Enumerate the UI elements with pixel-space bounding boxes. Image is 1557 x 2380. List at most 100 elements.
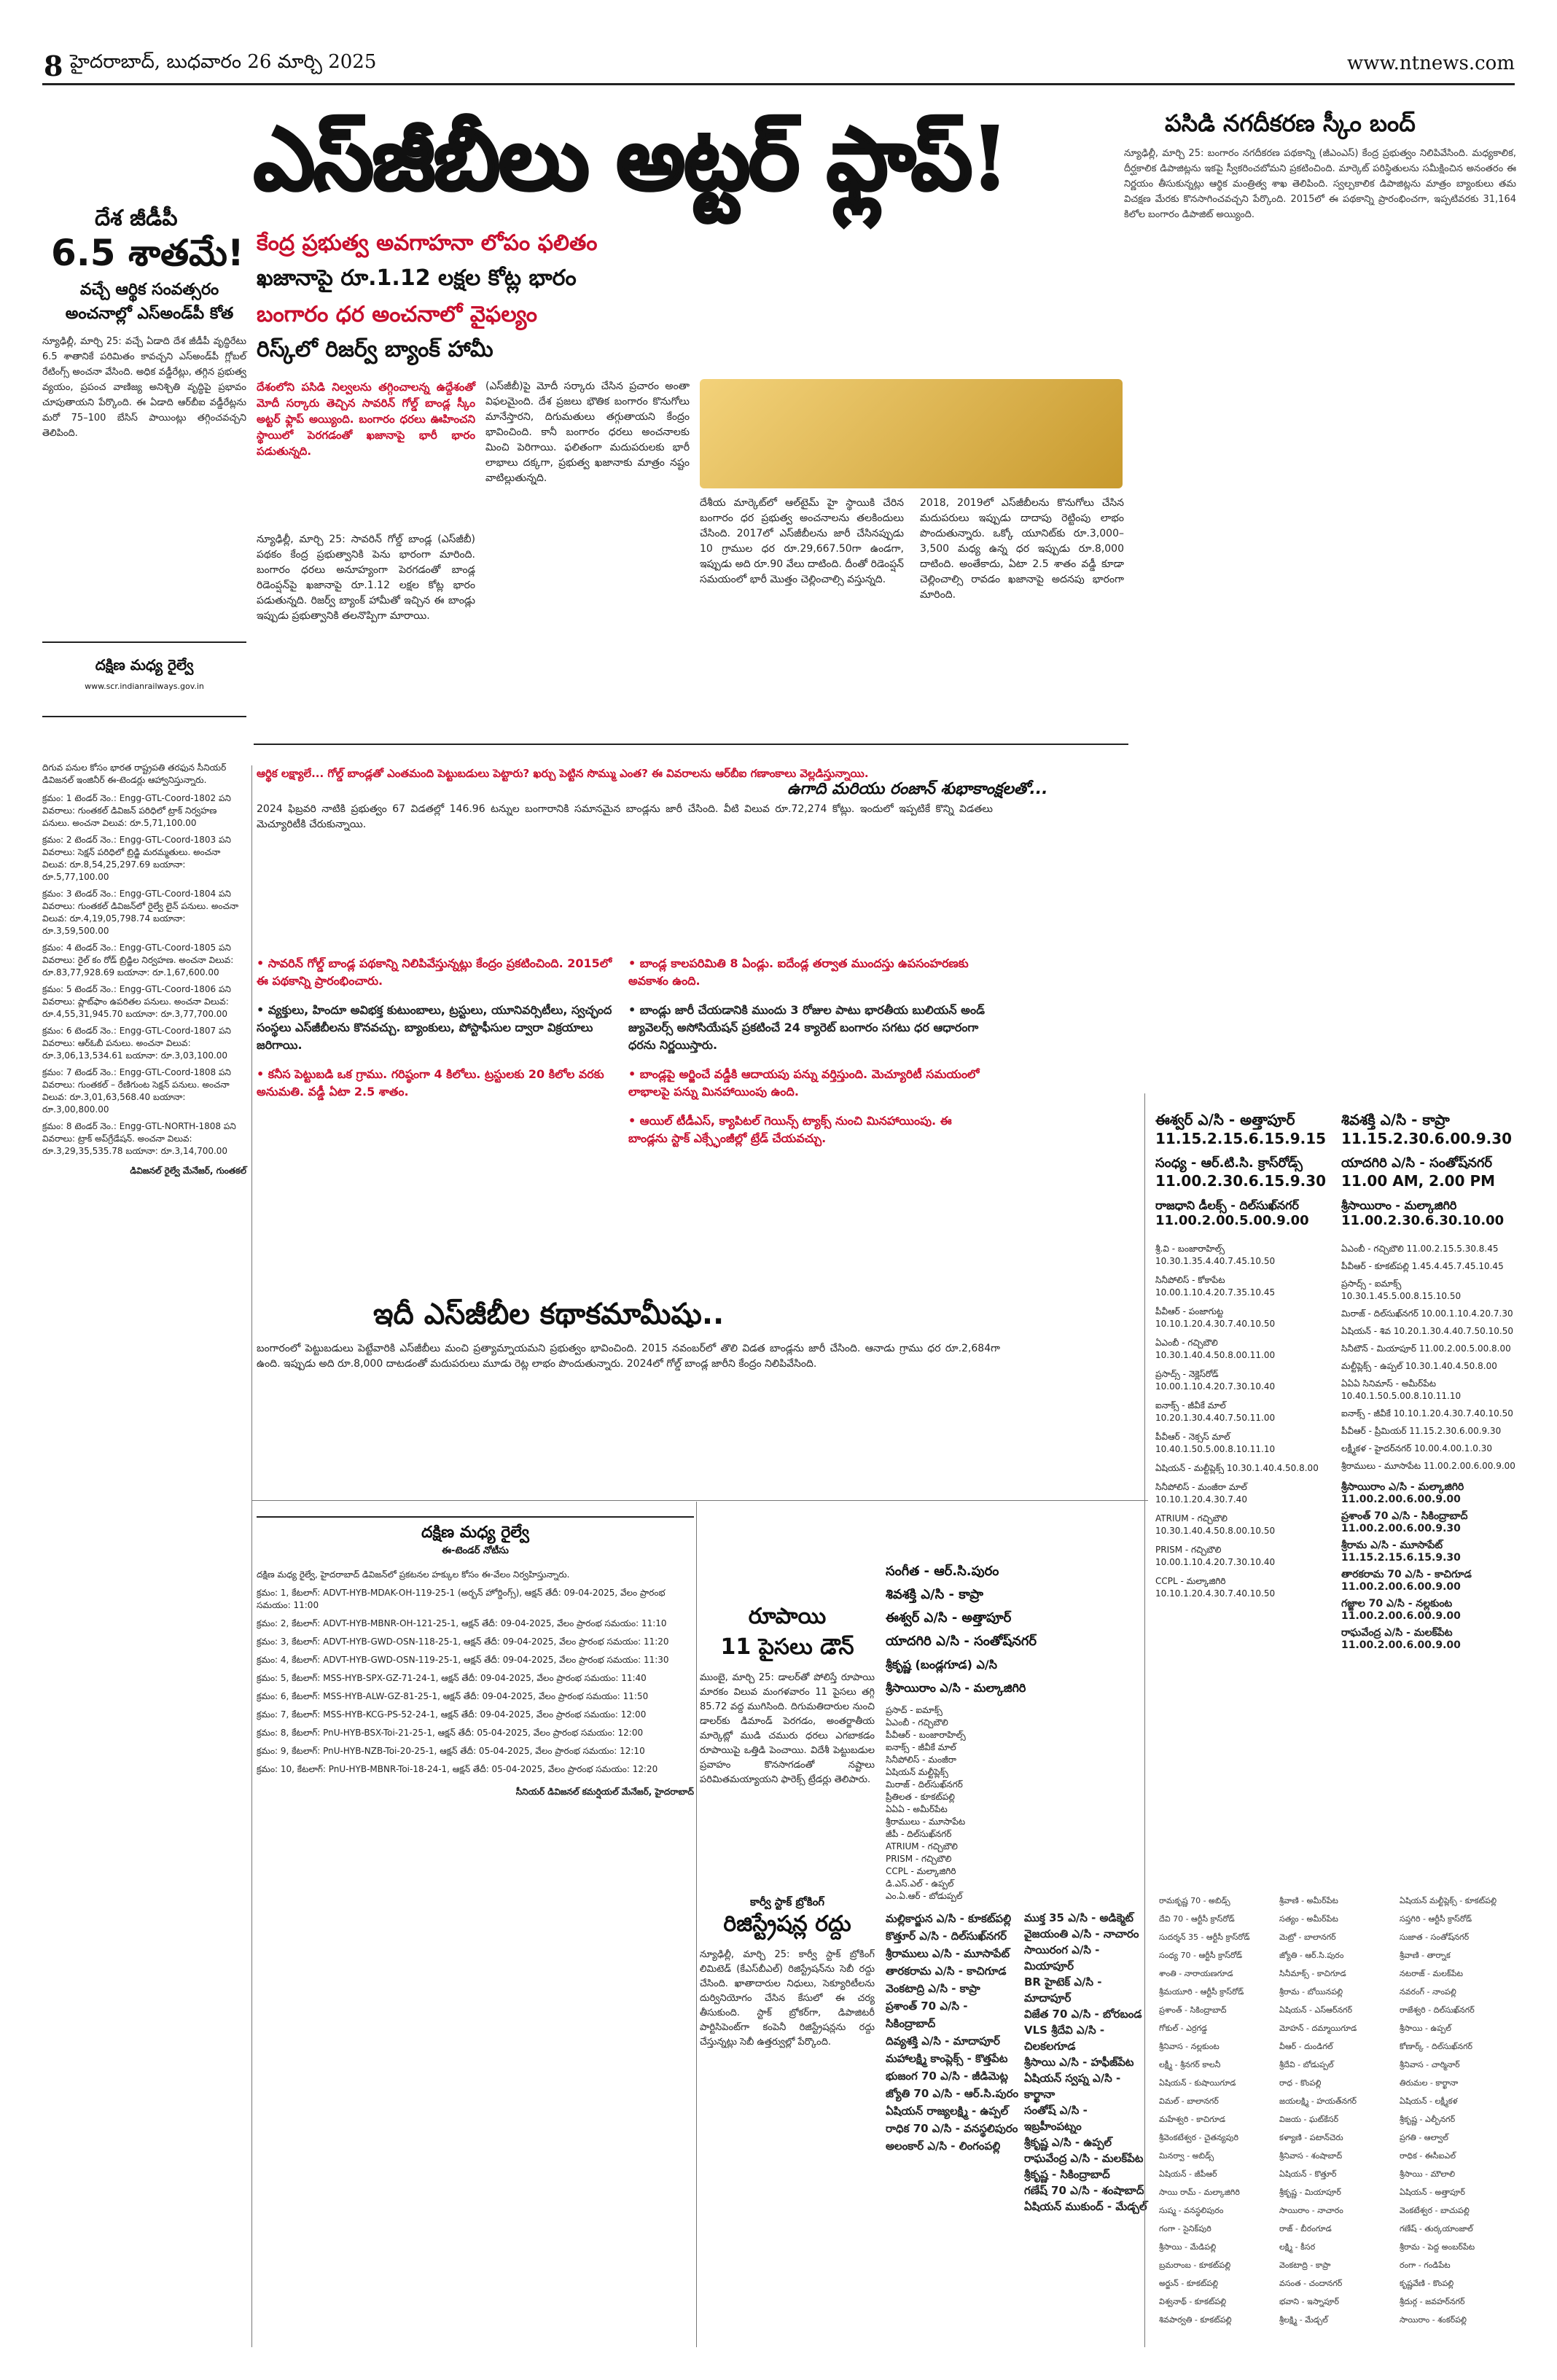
cin-bold-line: మల్లికార్జున ఎ/సి - కూకట్‌పల్లి: [886, 1912, 1012, 1925]
mini-line: గంగా - సైనిక్‌పురి: [1159, 2224, 1211, 2233]
second-tender-footer: సీనియర్ డివిజనల్ కమర్షియల్ మేనేజర్, హైదర…: [515, 1787, 694, 1797]
bullet-text: సావరిన్ గోల్డ్ బాండ్ల పథకాన్ని నిలిపివేస…: [257, 956, 612, 988]
cin-bold-line: ఏషియన్ రాజ్యలక్ష్మి - ఉప్పల్: [886, 2104, 1009, 2118]
mini-line: సాయి రామ్ - మల్కాజిగిరి: [1159, 2188, 1240, 2197]
cin-col1-c: రాజధాని డీలక్స్ - దిల్‌సుఖ్‌నగర్: [1155, 1198, 1299, 1212]
railway-title: దక్షిణ మధ్య రైల్వే: [95, 656, 194, 674]
mini-line: మోహన్ - దమ్మాయిగూడ: [1279, 2024, 1357, 2033]
mini-line: శ్రీనివాస - చార్మినార్: [1400, 2060, 1460, 2069]
mini-line: శ్రీసాయి - ఉప్పల్: [1400, 2024, 1451, 2033]
cin-bold-line: రాధిక 70 ఎ/సి - వనస్థలిపురం: [886, 2122, 1018, 2135]
mini-line: గోకుల్ - ఎర్రగడ్డ: [1159, 2024, 1208, 2033]
cin-line: పీవీఆర్ - బంజారాహిల్స్: [886, 1730, 966, 1740]
mini-line: శ్రీనివాస - శంషాబాద్: [1279, 2151, 1343, 2161]
site-url[interactable]: www.ntnews.com: [1346, 52, 1515, 74]
cin-bold-line: గజ్జాల 70 ఎ/సి - నల్లకుంట 11.00.2.00.6.0…: [1341, 1598, 1461, 1622]
cin-line: ప్రసాద్స్ - నెక్లెస్‌రోడ్ 10.00.1.10.4.2…: [1155, 1369, 1276, 1392]
cin-line: జీపీ - దిల్‌సుఖ్‌నగర్: [886, 1829, 952, 1839]
cin-line: ఐనాక్స్ - జీవీకే 10.10.1.20.4.30.7.40.10…: [1341, 1408, 1513, 1419]
cin-line: ఏఎంబీ - గచ్చిబౌలి: [886, 1717, 948, 1728]
karvy-body: న్యూఢిల్లీ, మార్చి 25: కార్వీ స్టాక్ బ్ర…: [700, 1949, 875, 2048]
mini-line: తిరుమల - కార్ఖానా: [1400, 2078, 1459, 2088]
cin-bold-line: రాఘవేంద్ర ఎ/సి - మలక్‌పేట: [1024, 2152, 1144, 2165]
mini-line: శ్రీనివాస - నల్లకుంట: [1159, 2042, 1220, 2051]
cin-line: PRISM - గచ్చిబౌలి 10.00.1.10.4.20.7.30.1…: [1155, 1545, 1276, 1567]
mini-line: నటరాజ్ - మలక్‌పేట: [1400, 1969, 1464, 1978]
cin-line: పీవీఆర్ - కూకట్‌పల్లి 1.45.4.45.7.45.10.…: [1341, 1261, 1504, 1271]
mini-line: శాంతి - నారాయణగూడ: [1159, 1969, 1233, 1978]
cinb-a: సంగీత - ఆర్.సి.పురం: [886, 1564, 999, 1579]
page-number: 8: [44, 50, 63, 82]
cin-bold-line: శ్రీకృష్ణ - సికింద్రాబాద్: [1024, 2168, 1110, 2181]
cin-line: సినీపోలిస్ - కోకాపేట 10.00.1.10.4.20.7.3…: [1155, 1275, 1276, 1298]
ugadi-banner: ఉగాది మరియు రంజాన్ శుభాకాంక్షలతో...: [787, 780, 1048, 798]
main-divider: [254, 744, 1128, 745]
mini-line: నవరంగ్ - నాంపల్లి: [1400, 1987, 1456, 1997]
main-lead-red: దేశంలోని పసిడి నిల్వలను తగ్గించాలన్న ఉద్…: [257, 381, 475, 458]
mini-line: ఏషియన్ - లక్ష్మీకళ: [1400, 2096, 1458, 2106]
bullet-item: • ఆయిల్ టీడీఎస్, క్యాపిటల్ గెయిన్స్ ట్యా…: [628, 1114, 952, 1145]
mini-line: జయలక్ష్మి - హయత్‌నగర్: [1279, 2096, 1357, 2106]
mini-line: శ్రీకృష్ణ - మియాపూర్: [1279, 2188, 1341, 2197]
gdp-title-4: అంచనాల్లో ఎస్‌అండ్‌పీ కోత: [65, 305, 234, 323]
mini-line: విజయ - ఘట్‌కేసర్: [1279, 2115, 1339, 2124]
gold-graphic: [700, 379, 1123, 488]
mini-line: మెట్రో - బాలానగర్: [1279, 1932, 1336, 1942]
mini-line: ఏషియన్ - ఎస్‌ఆర్‌నగర్: [1279, 2005, 1352, 2015]
cin-col2-time3: 11.00.2.30.6.30.10.00: [1341, 1213, 1505, 1228]
cin-line: ఐనాక్స్ - జీవీకే మాల్: [886, 1742, 956, 1752]
mini-line: శ్రీసాయి - మేడిపల్లి: [1159, 2242, 1217, 2252]
cinb-bold-list2: ముక్త 35 ఎ/సి - అడిక్మెట్ వైజయంతి ఎ/సి -…: [1024, 1910, 1148, 2215]
mini-line: శ్రీరామ - బోయినపల్లి: [1279, 1987, 1343, 1997]
mini-line: రాజ్ - బీరంగూడ: [1279, 2224, 1332, 2233]
cin-bold-line: గణేష్ 70 ఎ/సి - శంషాబాద్: [1024, 2184, 1144, 2197]
gdp-body: న్యూఢిల్లీ, మార్చి 25: వచ్చే ఏడాది దేశ జ…: [42, 336, 246, 439]
cin-bold-line: కొత్తూర్ ఎ/సి - దిల్‌సుఖ్‌నగర్: [886, 1930, 1007, 1943]
main-headline: ఎస్‌జీబీలు అట్టర్ ఫ్లాప్!: [253, 107, 1010, 211]
cin-line: పీవీఆర్ - ప్రీమియర్ 11.15.2.30.6.00.9.30: [1341, 1426, 1502, 1436]
mini-line: శ్రీవాణి - తార్నాక: [1400, 1951, 1451, 1960]
small-cinema-cols: రామకృష్ణ 70 - అబిడ్స్ దేవి 70 - ఆర్టీసీ …: [1159, 1895, 1516, 2347]
bullet-text: బాండ్ల కాలపరిమితి 8 ఏండ్లు. ఐదేండ్ల తర్వ…: [628, 956, 969, 988]
tender-line: క్రమం: 10, కేటలాగ్: PnU-HYB-MBNR-Toi-18-…: [257, 1764, 658, 1774]
kicker-1: కేంద్ర ప్రభుత్వ అవగాహనా లోపం ఫలితం: [257, 230, 598, 256]
bullet-text: బాండ్లపై అర్జించే వడ్డీకి ఆదాయపు పన్ను వ…: [628, 1067, 980, 1099]
railway-block: దక్షిణ మధ్య రైల్వే www.scr.indianrailway…: [42, 641, 246, 717]
mini-line: శ్రీసాయి - మౌలాలి: [1400, 2169, 1456, 2179]
col-sep-3: [1144, 1093, 1145, 2347]
cin-bold-line: శ్రీరామ ఎ/సి - మూసాపేట్ 11.15.2.15.6.15.…: [1341, 1540, 1461, 1564]
sub-1: ఖజానాపై రూ.1.12 లక్షల కోట్ల భారం: [257, 265, 577, 291]
cin-col1-b: సంధ్య - ఆర్.టి.సి. క్రాస్‌రోడ్స్: [1155, 1155, 1303, 1171]
mini-line: రామకృష్ణ 70 - అబిడ్స్: [1159, 1896, 1230, 1905]
cin-bold-line: ఏషియన్ స్వప్న ఎ/సి - కార్ఖానా: [1024, 2072, 1121, 2101]
mini-line: ఏషియన్ - కుషాయిగూడ: [1159, 2078, 1236, 2088]
cinb-b: శివశక్తి ఎ/సి - కాప్రా: [886, 1587, 983, 1602]
mini-line: ప్రగతి - ఆల్వాల్: [1400, 2133, 1448, 2142]
mini-line: జ్యోతి - ఆర్.సి.పురం: [1279, 1951, 1344, 1960]
tender-line: క్రమం: 5, కేటలాగ్: MSS-HYB-SPX-GZ-71-24-…: [257, 1673, 647, 1683]
small-col-1: రామకృష్ణ 70 - అబిడ్స్ దేవి 70 - ఆర్టీసీ …: [1159, 1895, 1276, 2325]
mini-line: శ్రీమయూరి - ఆర్టీసీ క్రాస్‌రోడ్: [1159, 1987, 1244, 1997]
mini-line: ఏషియన్ - అత్తాపూర్: [1400, 2188, 1465, 2197]
mini-line: శ్రీలక్ష్మి - మేడ్చల్: [1279, 2315, 1328, 2325]
gold-box-bottom: బంగారంలో పెట్టుబడులు పెట్టేవారికి ఎస్‌జీ…: [257, 1343, 1000, 1370]
cin-line: ఎం.ఏ.ఆర్ - బోడుప్పల్: [886, 1891, 963, 1901]
cin-bold-line: మహాలక్ష్మి కాంప్లెక్స్ - కొత్తపేట: [886, 2052, 1008, 2065]
railway-tender-text: దిగువ పనుల కోసం భారత రాష్ట్రపతి తరఫున సీ…: [42, 762, 246, 1177]
bullets-left: • సావరిన్ గోల్డ్ బాండ్ల పథకాన్ని నిలిపివ…: [257, 955, 614, 1101]
mini-line: కృష్ణవేణి - కొంపల్లి: [1400, 2279, 1454, 2288]
bullets-right: • బాండ్ల కాలపరిమితి 8 ఏండ్లు. ఐదేండ్ల తర…: [628, 955, 993, 1147]
cin-line: సినీపోలిస్ - మంజీరా: [886, 1755, 957, 1765]
cin-line: ఏఎంబీ - గచ్చిబౌలి 10.30.1.40.4.50.8.00.1…: [1155, 1338, 1276, 1360]
col-sep-2: [696, 1502, 697, 2347]
cin-line: పీవీఆర్ - పంజాగుట్ట 10.10.1.20.4.30.7.40…: [1155, 1306, 1276, 1329]
cin-line: సినీపోలిస్ - మంజీరా మాల్ 10.10.1.20.4.30…: [1155, 1482, 1247, 1505]
sub-2: రిస్క్‌లో రిజర్వ్ బ్యాంక్ హామీ: [257, 337, 493, 362]
bullet-item: • బాండ్లు జారీ చేయడానికి ముందు 3 రోజుల ప…: [628, 1003, 985, 1052]
mini-line: ఏషియన్ మల్టీప్లెక్స్ - కూకట్‌పల్లి: [1400, 1896, 1497, 1905]
gold-box-title: ఇదీ ఎస్‌జీబీల కథాకమామీషు..: [373, 1298, 725, 1331]
cin-bold-line: శ్రీసాయి ఎ/సి - హఫీజ్‌పేట: [1024, 2056, 1134, 2069]
rupee-title: రూపాయి: [748, 1604, 827, 1629]
main-col-4: 2018, 2019లో ఎస్‌జీబీలను కొనుగోలు చేసిన …: [920, 497, 1124, 601]
cin-line: శ్రీరాములు - మూసాపేట 11.00.2.00.6.00.9.0…: [1341, 1461, 1515, 1471]
